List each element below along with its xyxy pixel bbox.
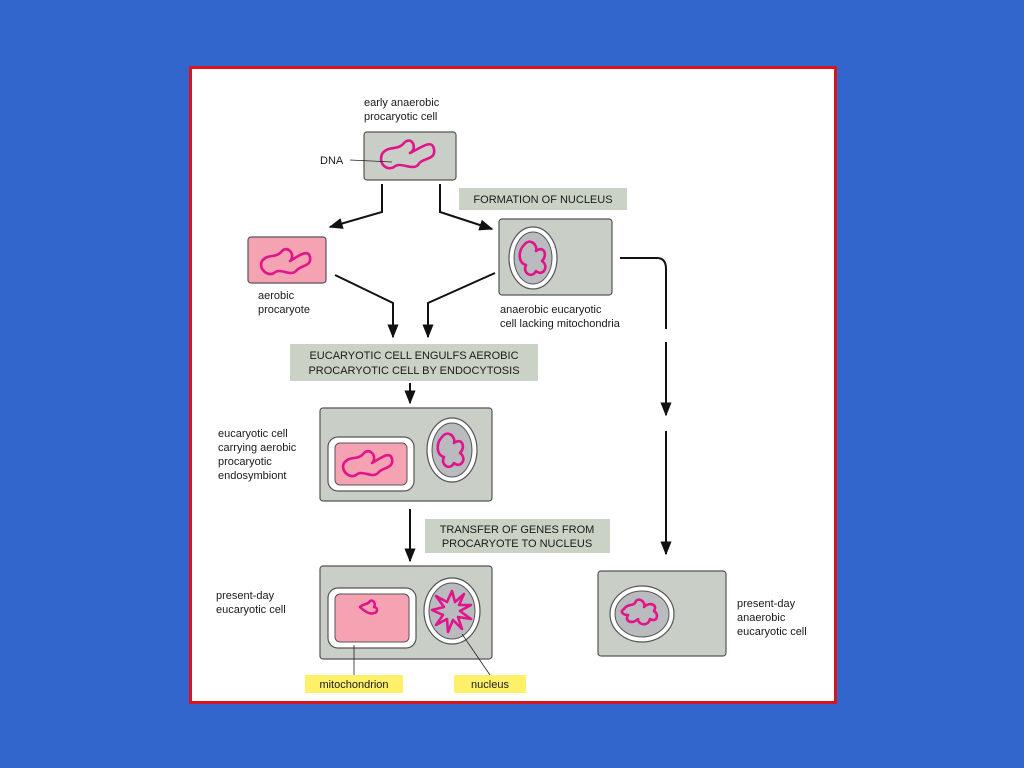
step-transfer-line1: TRANSFER OF GENES FROM: [440, 524, 595, 536]
aerobic-procaryote-label-line2: procaryote: [258, 304, 310, 316]
mitochondrion-dna-icon: [358, 599, 379, 615]
early-cell-label-line2: procaryotic cell: [364, 111, 437, 123]
arrow-right-branch-top: [620, 257, 667, 329]
present-day-anaerobic-label-line3: eucaryotic cell: [737, 626, 807, 638]
endosymbiont-dna-icon: [341, 449, 394, 478]
arrow-to-aerobic: [328, 184, 383, 229]
endosymbiont-cell-label-line4: endosymbiont: [218, 470, 287, 482]
early-cell-label-line1: early anaerobic: [364, 97, 440, 109]
arrow-aerobic-to-engulf: [334, 274, 399, 339]
aerobic-procaryote-cell: [247, 236, 327, 284]
mitochondrion-body: [334, 593, 410, 643]
early-procaryotic-cell: [363, 131, 457, 181]
step-engulfs-line1: EUCARYOTIC CELL ENGULFS AEROBIC: [309, 350, 518, 362]
endosymbiont-cell-label-line1: eucaryotic cell: [218, 428, 288, 440]
diagram-panel: early anaerobic procaryotic cell DNA FOR…: [189, 66, 837, 704]
dna-pointer-line: [349, 159, 393, 163]
endosymbiont-procaryote: [334, 442, 408, 486]
arrow-anaerobic-to-engulf: [422, 272, 496, 339]
anaerobic-nucleus-dna-icon: [620, 598, 659, 626]
nucleus-label: nucleus: [471, 679, 509, 691]
mitochondrion-label: mitochondrion: [319, 679, 388, 691]
present-day-eucaryote-label-line1: present-day: [216, 590, 275, 602]
step-formation-of-nucleus: FORMATION OF NUCLEUS: [473, 194, 612, 206]
present-day-eucaryote-label-line2: eucaryotic cell: [216, 604, 286, 616]
present-day-nucleus-dna-icon: [430, 589, 473, 634]
endosymbiont-cell-label-line3: procaryotic: [218, 456, 272, 468]
step-box-formation-of-nucleus: [459, 188, 627, 210]
step-box-transfer: [425, 519, 610, 553]
anaerobic-eucaryote-label-line1: anaerobic eucaryotic: [500, 304, 602, 316]
endosymbiont-cell-label-line2: carrying aerobic: [218, 442, 297, 454]
mitochondrion-label-highlight: [305, 675, 403, 693]
dna-label: DNA: [320, 155, 344, 167]
anaerobic-eucaryote-label-line2: cell lacking mitochondria: [500, 318, 621, 330]
arrow-to-anaerobic: [439, 184, 494, 231]
anaerobic-nucleus-interior: [614, 590, 670, 638]
endosymbiosis-diagram: early anaerobic procaryotic cell DNA FOR…: [216, 97, 807, 693]
nucleus-pointer-line: [461, 633, 491, 676]
step-transfer-line2: PROCARYOTE TO NUCLEUS: [442, 538, 592, 550]
nucleus-label-highlight: [454, 675, 526, 693]
step-box-engulfs: [290, 344, 538, 381]
aerobic-procaryote-label-line1: aerobic: [258, 290, 295, 302]
dna-icon: [379, 139, 436, 170]
present-day-anaerobic-label-line2: anaerobic: [737, 612, 786, 624]
procaryote-dna-icon: [259, 247, 312, 276]
nucleus-dna-icon: [518, 240, 547, 277]
present-day-anaerobic-label-line1: present-day: [737, 598, 796, 610]
endosymbiont-nucleus-dna-icon: [436, 432, 465, 469]
step-engulfs-line2: PROCARYOTIC CELL BY ENDOCYTOSIS: [308, 365, 519, 377]
